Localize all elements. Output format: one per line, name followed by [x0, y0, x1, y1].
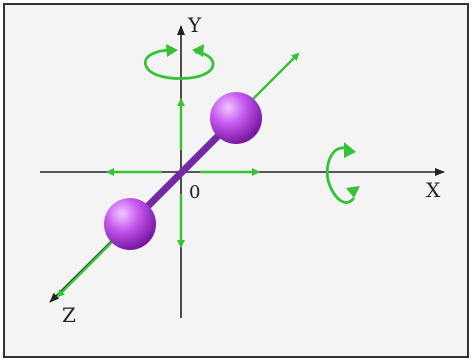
atom-upper — [210, 92, 262, 144]
rotation-about-y-arrow-icon — [143, 44, 215, 80]
z-axis-label: Z — [62, 303, 76, 327]
x-axis-label: X — [426, 178, 441, 202]
atom-lower — [104, 198, 156, 250]
translation-bond-upper-arrow-icon — [247, 52, 300, 105]
origin-label: 0 — [189, 182, 200, 203]
y-axis-label: Y — [187, 13, 202, 37]
translation-z-positive-arrow-icon — [56, 235, 119, 298]
diagram-panel — [3, 3, 469, 358]
rotation-about-x-arrow-icon — [325, 142, 360, 204]
